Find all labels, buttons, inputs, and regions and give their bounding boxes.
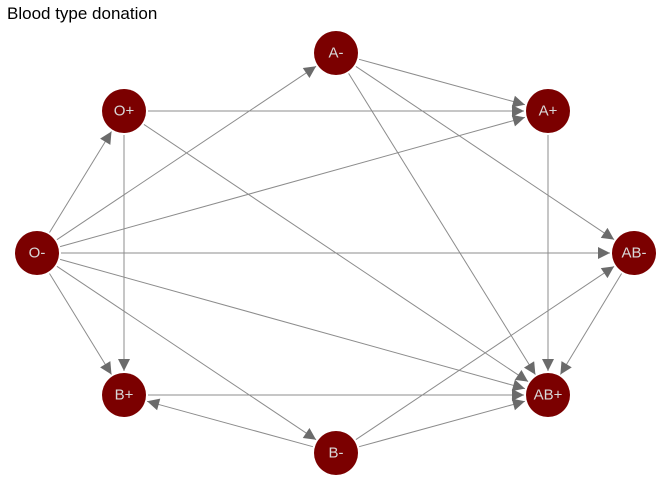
node-label-bneg: B- bbox=[329, 445, 344, 462]
edge-bneg-to-abpos bbox=[358, 398, 526, 448]
edge-bneg-to-bpos bbox=[146, 398, 314, 448]
node-circle-apos bbox=[526, 89, 570, 133]
node-label-abneg: AB- bbox=[621, 245, 646, 262]
node-label-opos: O+ bbox=[114, 103, 135, 120]
node-circle-aneg bbox=[314, 31, 358, 75]
node-label-bpos: B+ bbox=[115, 387, 134, 404]
node-oneg: O- bbox=[15, 231, 59, 275]
node-label-apos: A+ bbox=[539, 103, 558, 120]
node-circle-abneg bbox=[612, 231, 656, 275]
node-label-aneg: A- bbox=[329, 45, 344, 62]
edge-oneg-to-bneg bbox=[56, 265, 317, 441]
edge-aneg-to-abpos bbox=[348, 73, 536, 375]
node-label-oneg: O- bbox=[29, 245, 46, 262]
node-apos: A+ bbox=[526, 89, 570, 133]
edge-oneg-to-abpos bbox=[59, 258, 526, 392]
node-circle-abpos bbox=[526, 373, 570, 417]
node-abneg: AB- bbox=[612, 231, 656, 275]
edge-aneg-to-abneg bbox=[355, 65, 615, 241]
node-circle-oneg bbox=[15, 231, 59, 275]
edge-opos-to-abpos bbox=[143, 123, 529, 383]
edge-oneg-to-apos bbox=[59, 114, 526, 248]
node-abpos: AB+ bbox=[526, 373, 570, 417]
node-aneg: A- bbox=[314, 31, 358, 75]
edge-abneg-to-abpos bbox=[559, 273, 623, 375]
node-group: O- O+ A- A+ AB- AB+ B- B+ bbox=[15, 31, 656, 475]
edge-oneg-to-bpos bbox=[49, 273, 112, 375]
node-circle-bpos bbox=[102, 373, 146, 417]
node-bneg: B- bbox=[314, 431, 358, 475]
edge-group bbox=[49, 58, 623, 448]
node-label-abpos: AB+ bbox=[534, 387, 563, 404]
diagram-title: Blood type donation bbox=[7, 4, 158, 23]
node-opos: O+ bbox=[102, 89, 146, 133]
node-circle-opos bbox=[102, 89, 146, 133]
node-circle-bneg bbox=[314, 431, 358, 475]
edge-bneg-to-abneg bbox=[355, 265, 615, 441]
edge-oneg-to-opos bbox=[49, 131, 112, 233]
node-bpos: B+ bbox=[102, 373, 146, 417]
edge-aneg-to-apos bbox=[358, 58, 526, 108]
